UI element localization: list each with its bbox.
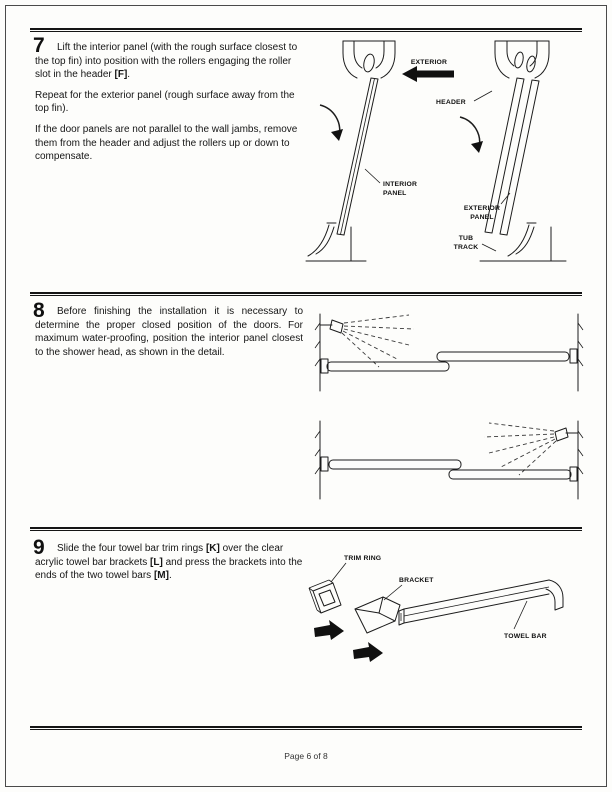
step7-paragraph-1: Lift the interior panel (with the rough …: [35, 42, 298, 81]
shower-head-left: [319, 314, 415, 368]
step7-paragraph-2: Repeat for the exterior panel (rough sur…: [35, 89, 295, 115]
header-label-text: HEADER: [436, 99, 466, 106]
header-label: HEADER: [436, 90, 493, 106]
exterior-panel-label-line2: PANEL: [470, 214, 494, 221]
step8-figure: [314, 313, 584, 500]
step9-paragraph-1: Slide the four towel bar trim rings [K] …: [35, 543, 303, 582]
step7-text: Lift the interior panel (with the rough …: [35, 41, 303, 171]
bracket-drawing: [354, 596, 401, 634]
interior-panel-label: INTERIOR PANEL: [364, 168, 417, 197]
towel-bar-label-text: TOWEL BAR: [504, 633, 547, 640]
trim-ring-drawing: [308, 579, 342, 614]
interior-panel-label-line2: PANEL: [383, 190, 407, 197]
bracket-label: BRACKET: [383, 577, 434, 601]
shower-head-right: [483, 422, 579, 476]
exterior-direction-arrow: [402, 66, 454, 82]
page-footer: Page 6 of 8: [284, 751, 328, 761]
tub-track-label: TUB TRACK: [454, 235, 497, 252]
step8-number: 8: [33, 299, 45, 322]
page-border: [5, 5, 607, 787]
divider-bottom: [30, 726, 582, 730]
towel-bar-label: TOWEL BAR: [504, 600, 547, 640]
door-panels-plan-1: [320, 348, 578, 374]
tub-track-label-line1: TUB: [459, 235, 474, 242]
divider-step8: [30, 292, 582, 296]
exterior-panel-assembly-drawing: [459, 40, 567, 262]
exterior-direction-callout: EXTERIOR: [402, 59, 454, 82]
step8-text: Before finishing the installation it is …: [35, 305, 303, 366]
divider-step9: [30, 527, 582, 531]
step9-figure: TRIM RING BRACKET: [308, 555, 564, 662]
exterior-label: EXTERIOR: [411, 59, 447, 66]
towel-bar-drawing: [398, 579, 564, 626]
step9-text: Slide the four towel bar trim rings [K] …: [35, 542, 303, 590]
step7-number: 7: [33, 34, 45, 57]
step9-number: 9: [33, 536, 45, 559]
closed-position-diagram-2: [314, 420, 584, 500]
trim-ring-label-text: TRIM RING: [344, 555, 381, 562]
bracket-label-text: BRACKET: [399, 577, 434, 584]
trim-ring-label: TRIM RING: [330, 555, 381, 583]
assembly-arrow-trim-ring: [314, 620, 344, 640]
assembly-arrow-bracket: [353, 642, 383, 662]
step8-paragraph-1: Before finishing the installation it is …: [35, 306, 303, 358]
step7-figure: INTERIOR PANEL EXTERIOR HEADER: [305, 40, 567, 262]
exterior-panel-label-line1: EXTERIOR: [464, 205, 500, 212]
interior-panel-assembly-drawing: [305, 40, 396, 262]
exterior-panel-label: EXTERIOR PANEL: [464, 192, 511, 221]
step7-paragraph-3: If the door panels are not parallel to t…: [35, 123, 298, 163]
divider-top: [30, 28, 582, 32]
interior-panel-label-line1: INTERIOR: [383, 181, 417, 188]
closed-position-diagram-1: [314, 313, 584, 392]
tub-track-label-line2: TRACK: [454, 244, 479, 251]
door-panels-plan-2: [320, 456, 578, 482]
